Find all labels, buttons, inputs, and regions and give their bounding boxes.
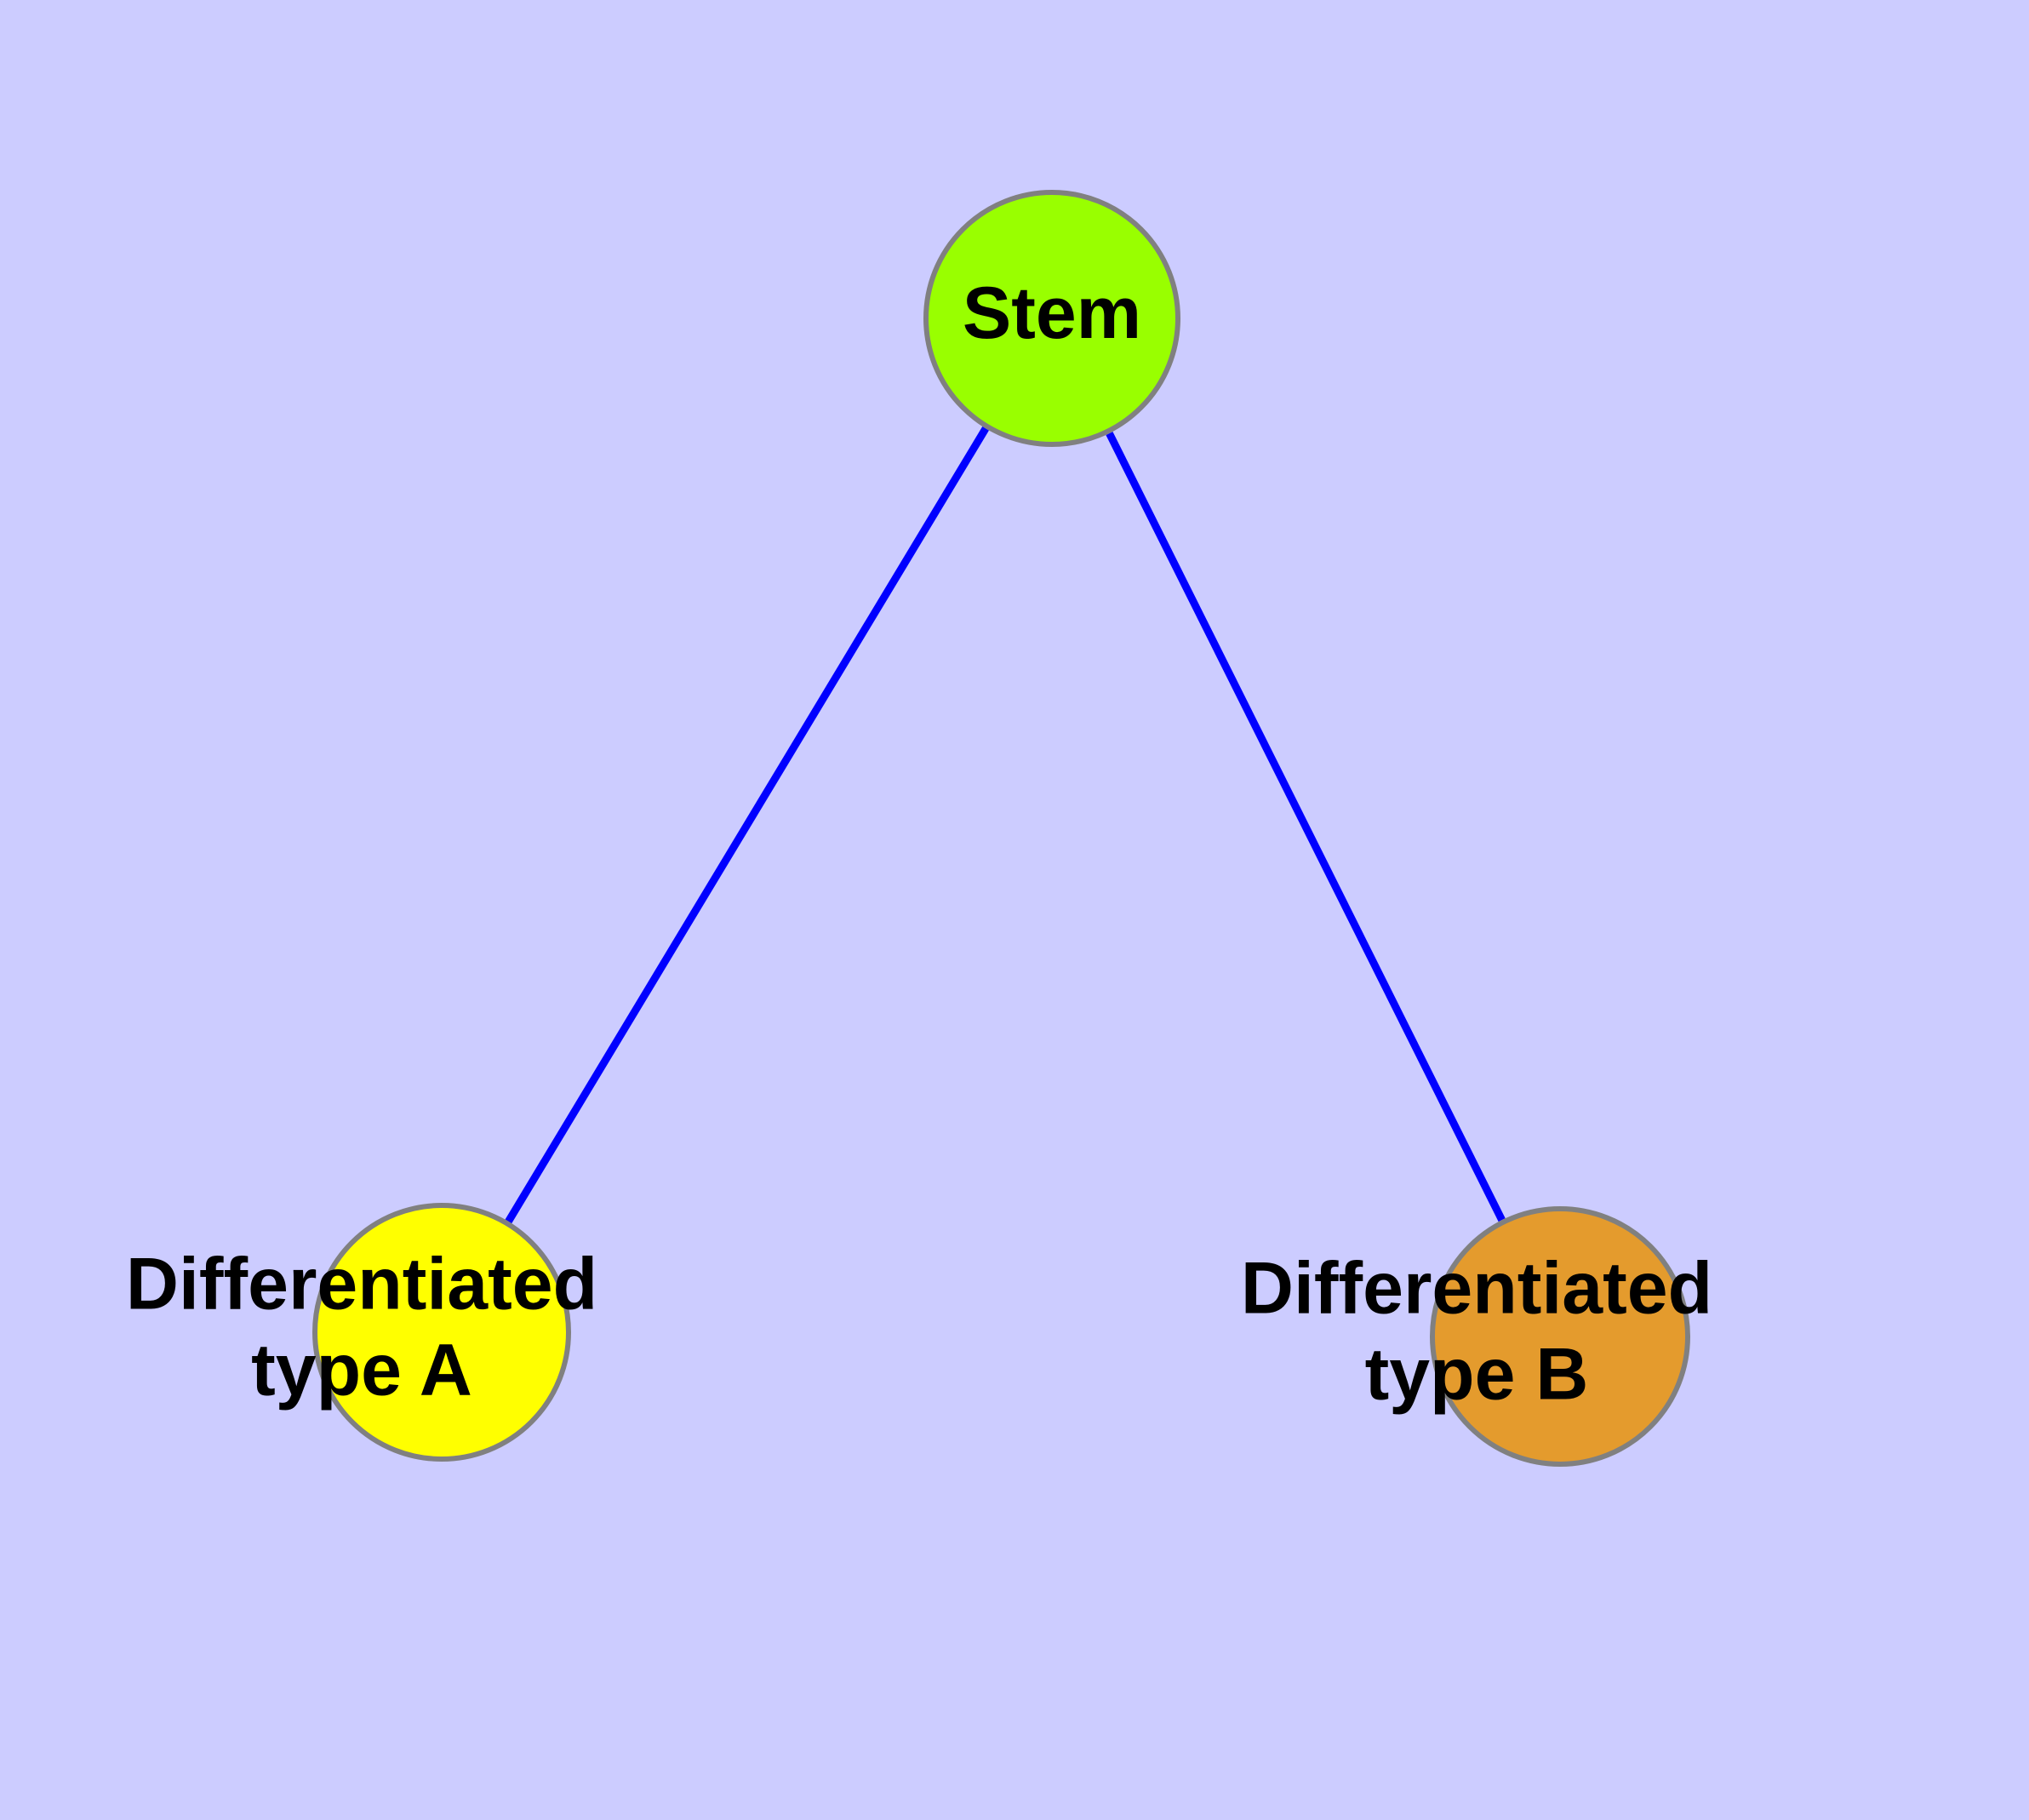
node-label-line: Differentiated xyxy=(126,1243,597,1325)
node-diff_a[interactable] xyxy=(312,1203,571,1462)
node-label-stem: Stem xyxy=(963,272,1141,354)
edges-layer xyxy=(505,426,1506,1224)
node-label-line: Stem xyxy=(963,272,1141,354)
edge-stem-to-diff_b xyxy=(1106,432,1506,1222)
node-stem[interactable] xyxy=(923,190,1180,447)
node-label-line: type A xyxy=(251,1329,472,1411)
node-label-line: type B xyxy=(1365,1333,1589,1415)
node-label-line: Differentiated xyxy=(1241,1247,1712,1329)
edge-stem-to-diff_a xyxy=(505,426,989,1224)
node-diff_b[interactable] xyxy=(1430,1206,1690,1467)
nodes-layer xyxy=(312,190,1690,1467)
